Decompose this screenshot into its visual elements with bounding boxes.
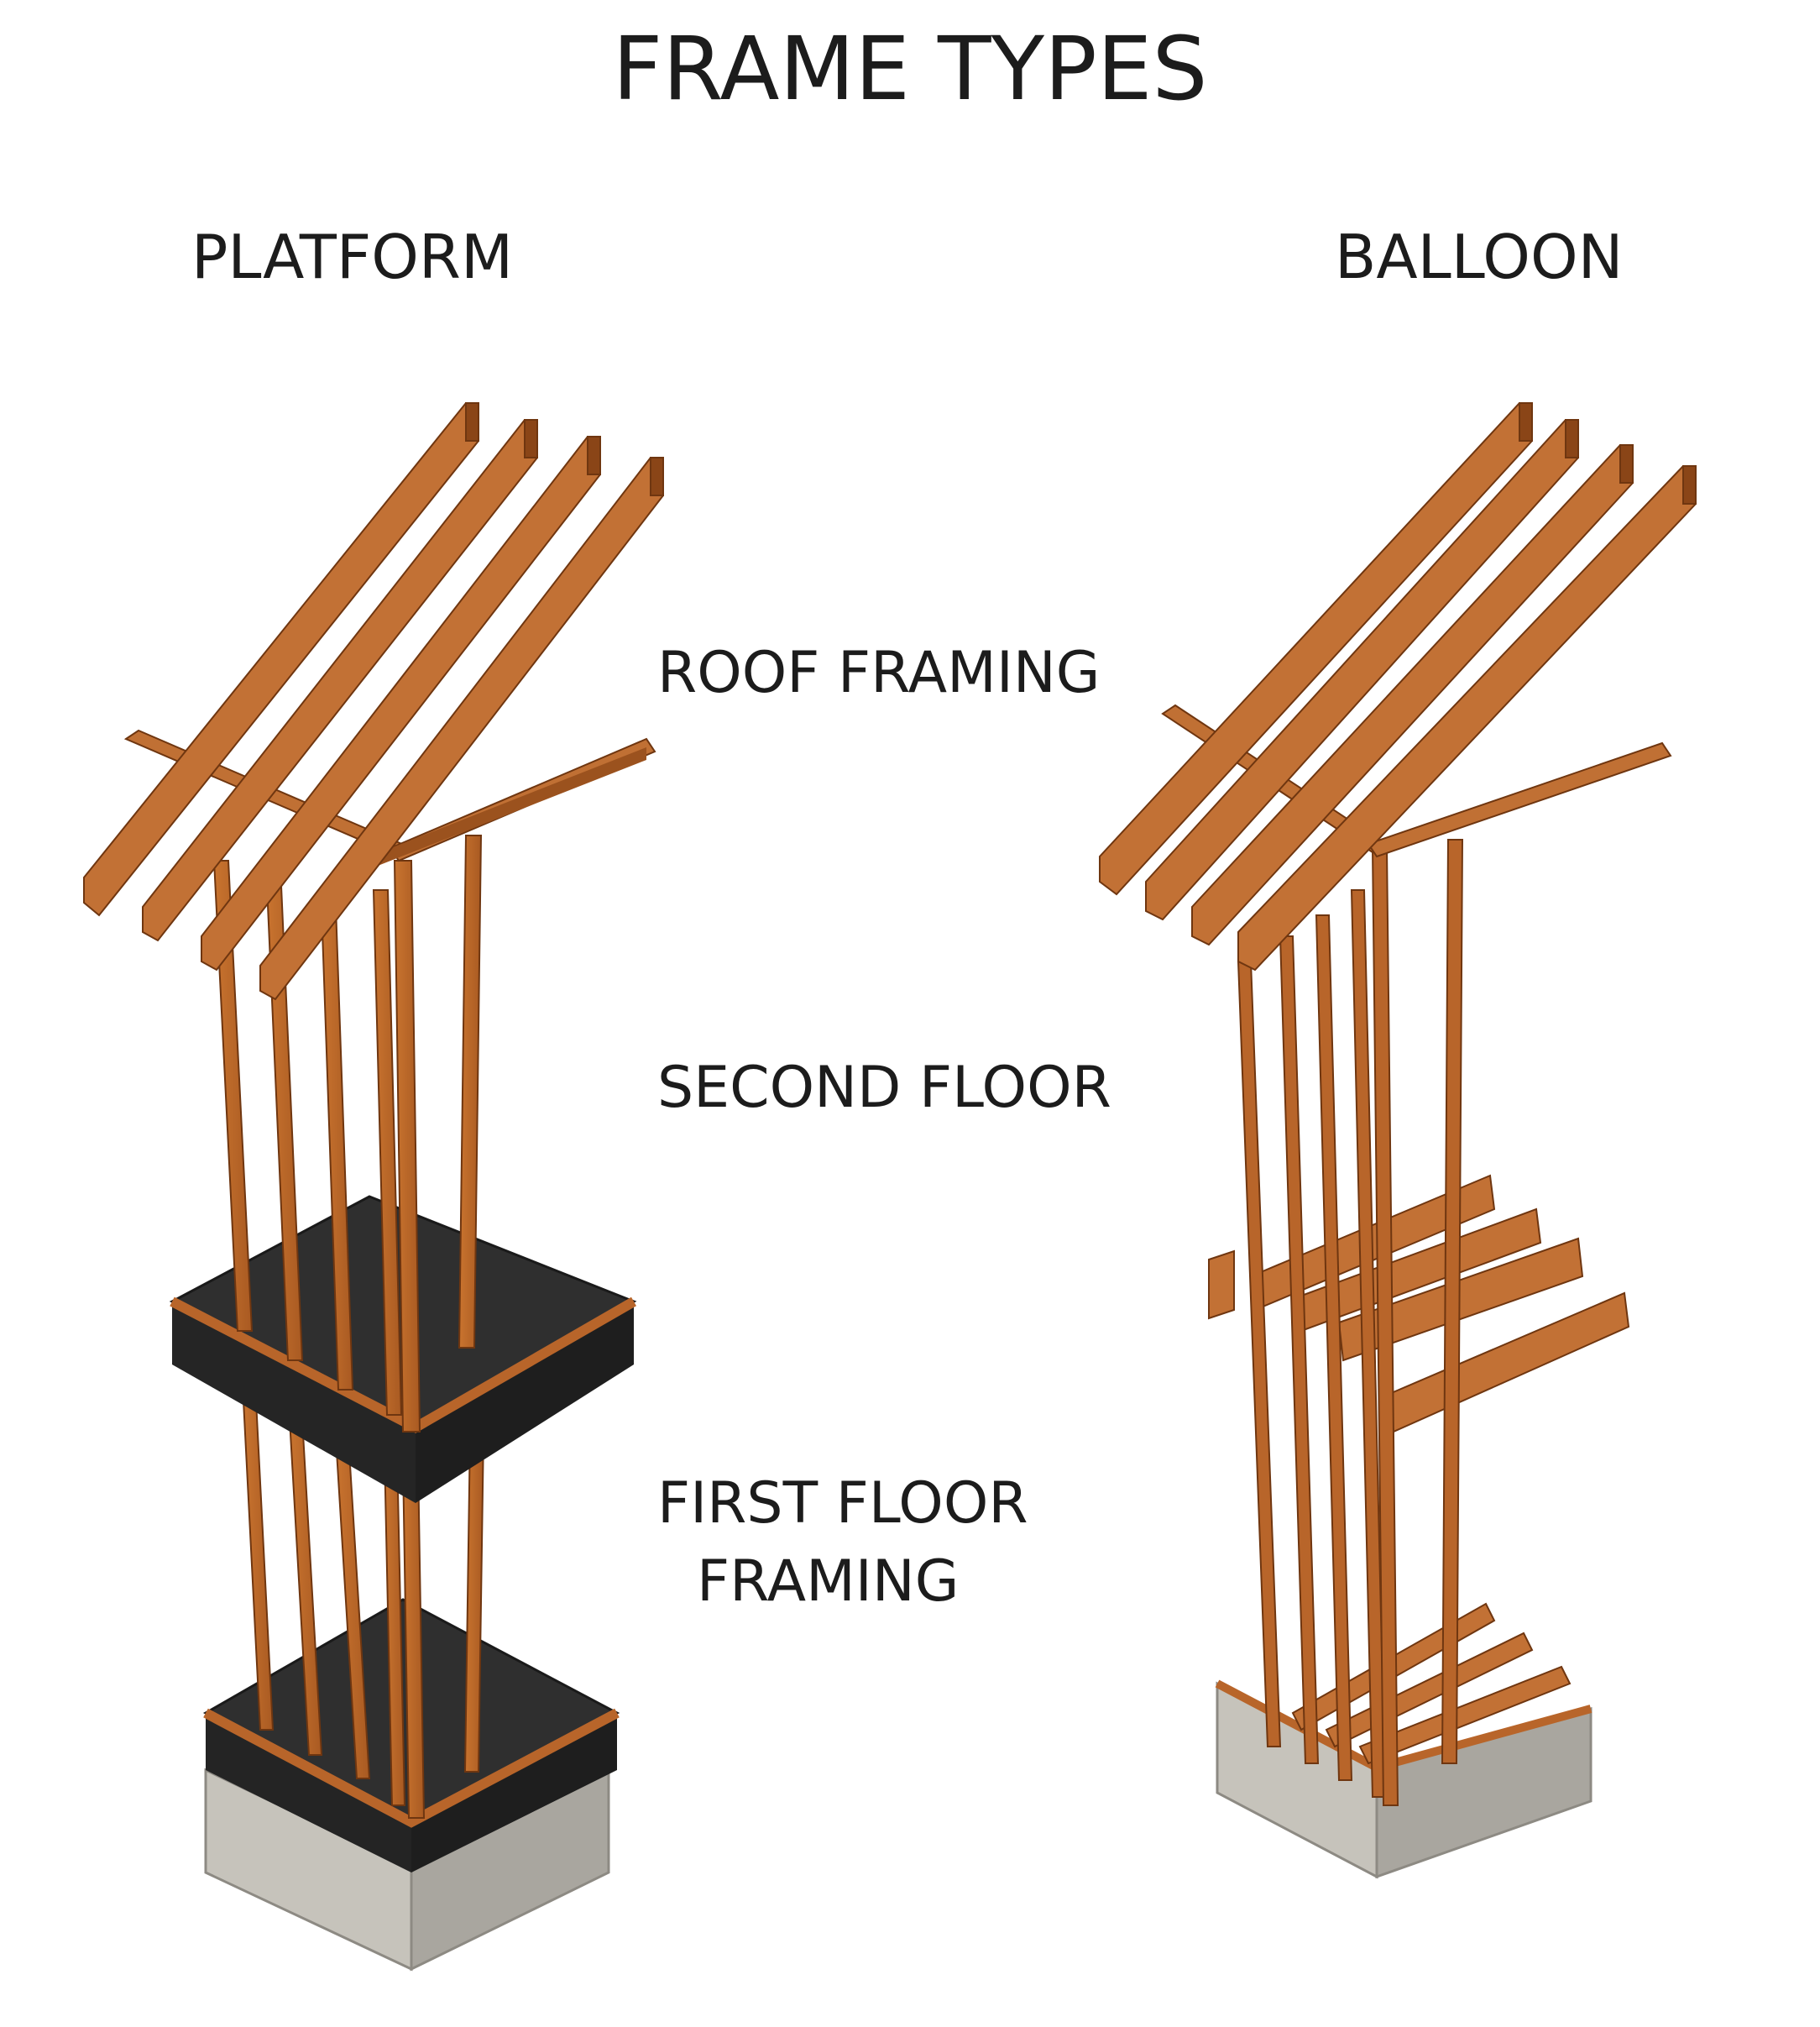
second-floor-label: SECOND FLOOR: [657, 1055, 1111, 1121]
platform-frame-label: PLATFORM: [191, 222, 514, 292]
balloon-frame-label: BALLOON: [1335, 222, 1624, 292]
balloon-second-floor-joists: [1208, 1174, 1630, 1433]
platform-foundation: [204, 1768, 610, 1972]
platform-first-floor-studs: [242, 1400, 485, 1819]
balloon-rafters: [1099, 402, 1697, 972]
first-floor-label: FIRST FLOOR: [657, 1470, 1028, 1537]
roof-framing-label: ROOF FRAMING: [657, 640, 1101, 706]
first-floor-framing-label: FRAMING: [697, 1548, 960, 1615]
platform-second-floor-studs: [212, 835, 483, 1433]
balloon-studs: [1237, 839, 1464, 1806]
diagram-title: FRAME TYPES: [612, 18, 1208, 120]
platform-rafters: [83, 402, 664, 1001]
